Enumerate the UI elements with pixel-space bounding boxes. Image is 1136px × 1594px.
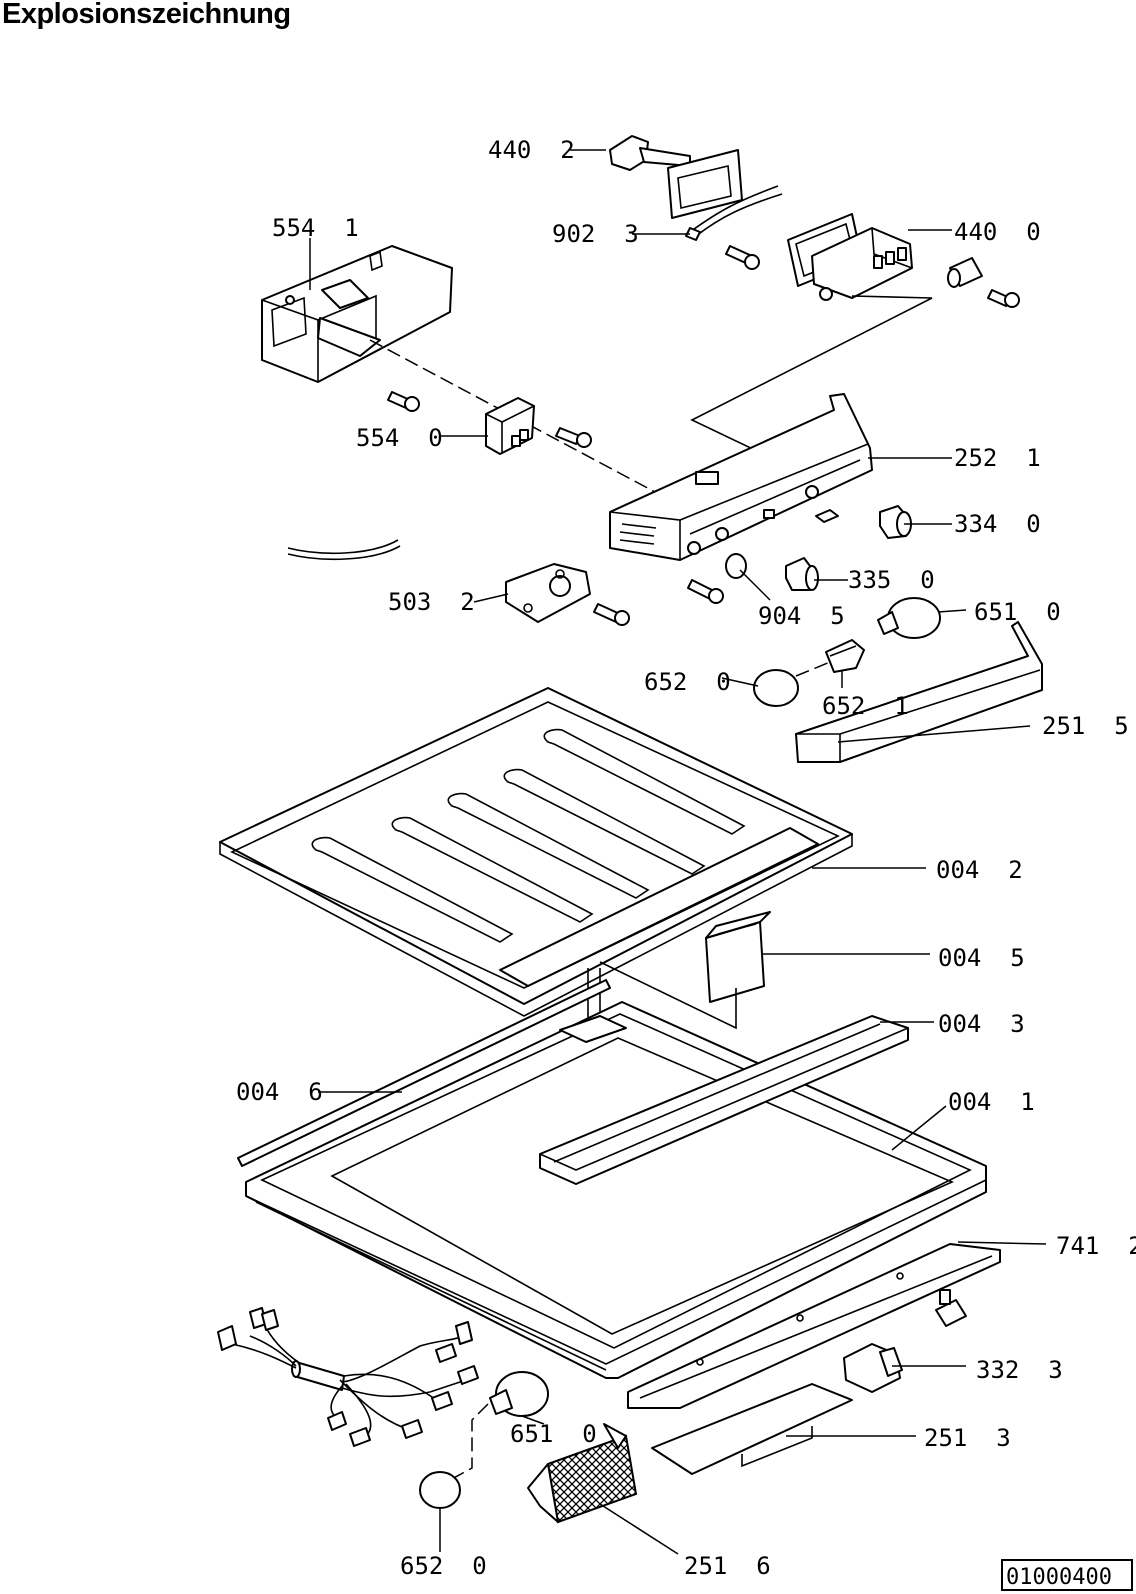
callout-2513: 251 3 <box>924 1424 1011 1452</box>
assembly-guide-line <box>795 661 831 677</box>
gasket-plate-part <box>667 149 783 241</box>
thermostat-part <box>505 563 591 623</box>
callout-3350: 335 0 <box>848 566 935 594</box>
heating-tray-part <box>219 687 853 1017</box>
assembly-guide-line <box>599 961 737 1030</box>
wire-part <box>287 539 401 560</box>
assembly-guide-line <box>449 1403 489 1481</box>
lamp-cover-part <box>753 669 799 707</box>
insulator-part <box>947 257 1020 308</box>
callout-0043: 004 3 <box>938 1010 1025 1038</box>
callout-4402: 440 2 <box>488 136 575 164</box>
callout-3340: 334 0 <box>954 510 1041 538</box>
rocker-switch-part <box>843 1343 903 1393</box>
strip-part <box>627 1243 1001 1409</box>
cap-part <box>725 553 747 579</box>
lamp-holder-part <box>879 505 912 539</box>
assembly-guide-line <box>369 339 701 517</box>
callout-9023: 902 3 <box>552 220 639 248</box>
leader-lines <box>309 149 1047 1555</box>
cover-plate-part <box>651 1383 853 1475</box>
callout-2521: 252 1 <box>954 444 1041 472</box>
callout-0045: 004 5 <box>938 944 1025 972</box>
callout-6510-bottom: 651 0 <box>510 1420 597 1448</box>
callout-5541: 554 1 <box>272 214 359 242</box>
callout-5032: 503 2 <box>388 588 475 616</box>
callout-3323: 332 3 <box>976 1356 1063 1384</box>
relay-part <box>485 397 535 455</box>
side-trim-part <box>795 621 1043 763</box>
callout-7412: 741 2 <box>1056 1232 1136 1260</box>
callout-6521: 652 1 <box>822 692 909 720</box>
callout-2516: 251 6 <box>684 1552 771 1580</box>
page-title: Explosionszeichnung <box>2 0 291 30</box>
control-panel-part <box>609 393 873 561</box>
drawing-number-box: 01000400 <box>1001 1559 1133 1591</box>
lamp-bulb-part <box>877 597 941 639</box>
wiring-harness-part <box>217 1307 479 1447</box>
callout-5540: 554 0 <box>356 424 443 452</box>
knob-part <box>609 135 691 171</box>
callout-6520-bottom: 652 0 <box>400 1552 487 1580</box>
callout-0041: 004 1 <box>948 1088 1035 1116</box>
screw-part <box>593 603 630 626</box>
assembly-guide-line <box>690 295 933 463</box>
lamp-socket-part <box>825 639 865 673</box>
heating-element-loops <box>311 728 746 943</box>
indicator-lamp-part <box>785 557 819 591</box>
lamp-bulb-part <box>489 1371 549 1417</box>
callout-6510-top: 651 0 <box>974 598 1061 626</box>
oven-top-frame-part <box>245 1001 987 1379</box>
callout-2515: 251 5 <box>1042 712 1129 740</box>
screw-part <box>387 391 420 412</box>
seal-rod-part <box>237 979 611 1167</box>
bracket-part <box>261 245 453 383</box>
lamp-cover-part <box>419 1471 461 1509</box>
rail-part <box>539 1015 909 1185</box>
drawing-number: 01000400 <box>1006 1565 1112 1590</box>
callout-0046: 004 6 <box>236 1078 323 1106</box>
callout-9045: 904 5 <box>758 602 845 630</box>
plug-part <box>935 1289 967 1327</box>
callout-6520-top: 652 0 <box>644 668 731 696</box>
callout-4400: 440 0 <box>954 218 1041 246</box>
screw-part <box>687 579 724 604</box>
callout-0042: 004 2 <box>936 856 1023 884</box>
screw-part <box>725 245 760 270</box>
screw-part <box>555 427 592 448</box>
junction-box-part <box>705 911 771 1003</box>
switch-block-part <box>787 213 913 301</box>
mesh-grille-part <box>527 1423 638 1524</box>
